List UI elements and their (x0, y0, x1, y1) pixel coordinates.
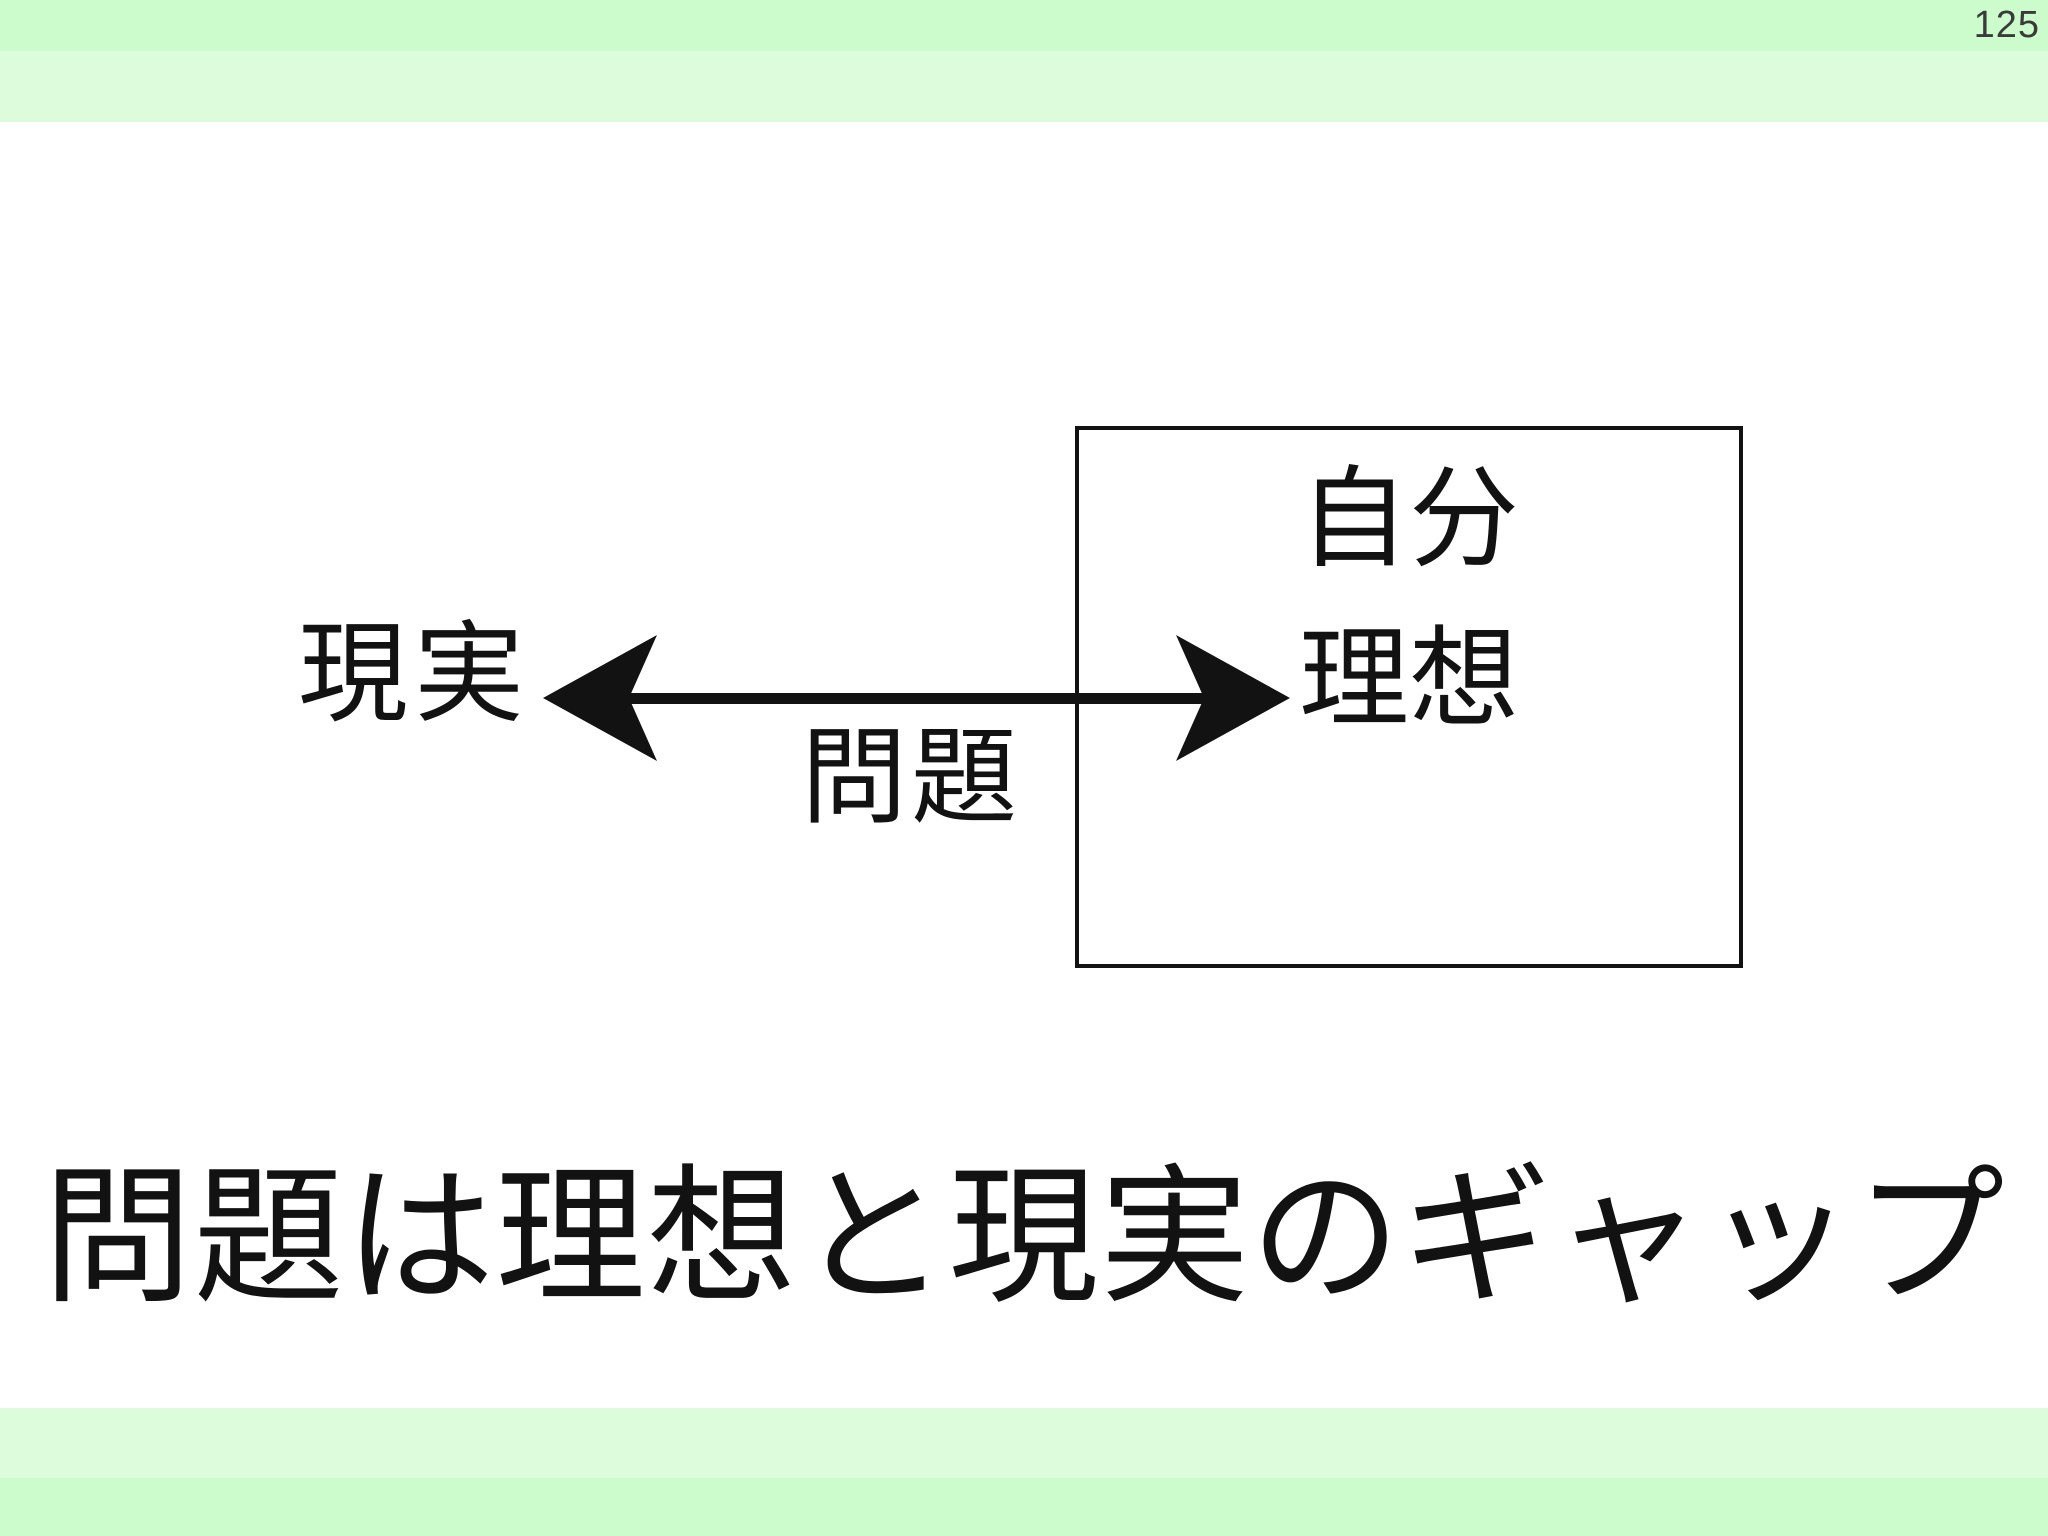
ideal-label: 理想 (1299, 618, 1519, 741)
self-label: 自分 (1299, 458, 1519, 581)
ideal-reality-diagram: 自分 理想 現実 問題 (298, 426, 1743, 968)
bottom-band-inner (0, 1408, 2048, 1478)
gap-arrow-shaft (600, 693, 1230, 704)
left-arrowhead-icon (543, 635, 657, 761)
headline: 問題は理想と現実のギャップ (42, 1153, 2006, 1321)
reality-label: 現実 (298, 613, 530, 736)
problem-label: 問題 (801, 719, 1021, 837)
page-number: 125 (1973, 4, 2040, 46)
gap-arrow (543, 635, 1290, 761)
top-band-outer (0, 0, 2048, 51)
right-arrowhead-icon (1176, 635, 1290, 761)
self-box-labels: 自分 理想 (1079, 440, 1739, 760)
bottom-band-outer (0, 1478, 2048, 1536)
top-band-inner (0, 51, 2048, 122)
